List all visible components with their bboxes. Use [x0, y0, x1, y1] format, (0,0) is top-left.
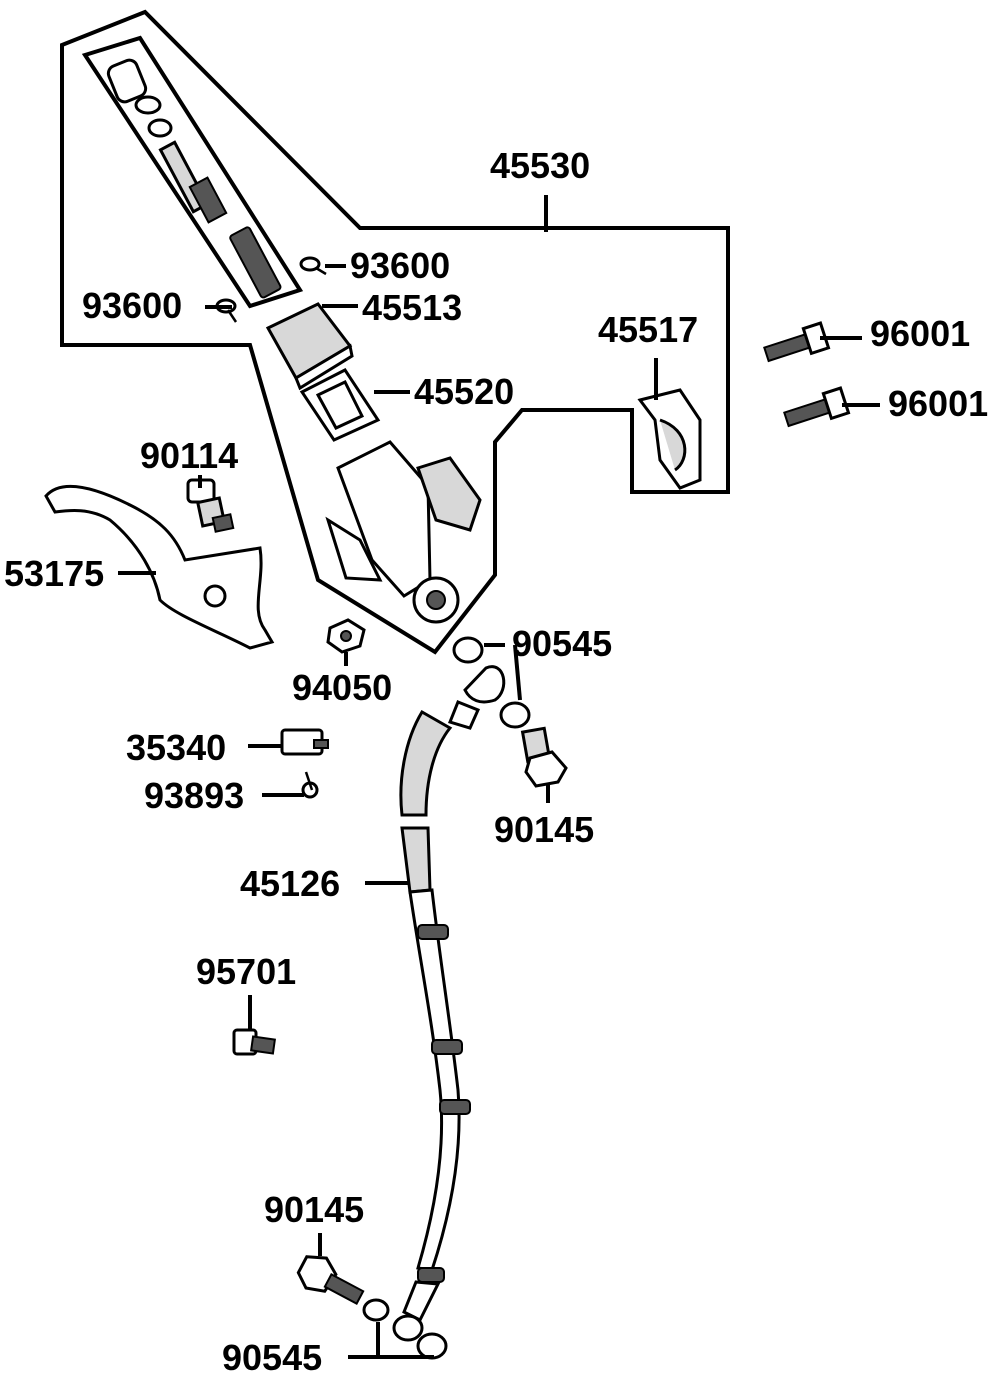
- reservoir-cap: [265, 302, 354, 391]
- brake-lever: [44, 484, 275, 650]
- label-45520: 45520: [414, 371, 514, 412]
- washer-upper-a: [452, 636, 484, 664]
- brake-hose: [392, 665, 506, 1342]
- label-53175: 53175: [4, 553, 104, 594]
- label-95701: 95701: [196, 951, 296, 992]
- label-96001-upper: 96001: [870, 313, 970, 354]
- label-93600-upper: 93600: [350, 245, 450, 286]
- master-cylinder-body: [325, 440, 482, 624]
- clamp-bolt-lower: [783, 386, 851, 428]
- label-90145-upper: 90145: [494, 809, 594, 850]
- label-90145-lower: 90145: [264, 1189, 364, 1230]
- piston-kit: [106, 58, 282, 299]
- label-45126: 45126: [240, 863, 340, 904]
- label-45513: 45513: [362, 287, 462, 328]
- switch-screw: [301, 771, 319, 799]
- leader-lines: [118, 195, 880, 1359]
- label-45517: 45517: [598, 309, 698, 350]
- banjo-bolt-lower: [296, 1255, 365, 1305]
- pivot-nut: [326, 618, 366, 654]
- diaphragm: [299, 368, 381, 442]
- label-96001-lower: 96001: [888, 383, 988, 424]
- washer-upper-b: [499, 701, 531, 729]
- washer-lower-b: [416, 1332, 448, 1360]
- washer-lower-a: [362, 1298, 390, 1322]
- banjo-bolt-upper: [520, 726, 568, 788]
- brake-light-switch: [280, 728, 329, 756]
- hose-guide-bolt: [232, 1028, 276, 1056]
- clamp-bolt-upper: [763, 321, 831, 363]
- label-94050: 94050: [292, 667, 392, 708]
- label-93600-lower: 93600: [82, 285, 182, 326]
- label-90114: 90114: [140, 435, 238, 476]
- pivot-bolt: [186, 478, 235, 533]
- cap-screw-lower: [215, 298, 238, 323]
- assembly-outline: [60, 9, 730, 655]
- label-90545-lower: 90545: [222, 1337, 322, 1378]
- label-45530: 45530: [490, 145, 590, 186]
- label-90545-upper: 90545: [512, 623, 612, 664]
- piston-kit-outline: [81, 35, 304, 309]
- handlebar-clamp: [637, 388, 702, 490]
- label-93893: 93893: [144, 775, 244, 816]
- label-35340: 35340: [126, 727, 226, 768]
- cap-screw-upper: [299, 256, 327, 276]
